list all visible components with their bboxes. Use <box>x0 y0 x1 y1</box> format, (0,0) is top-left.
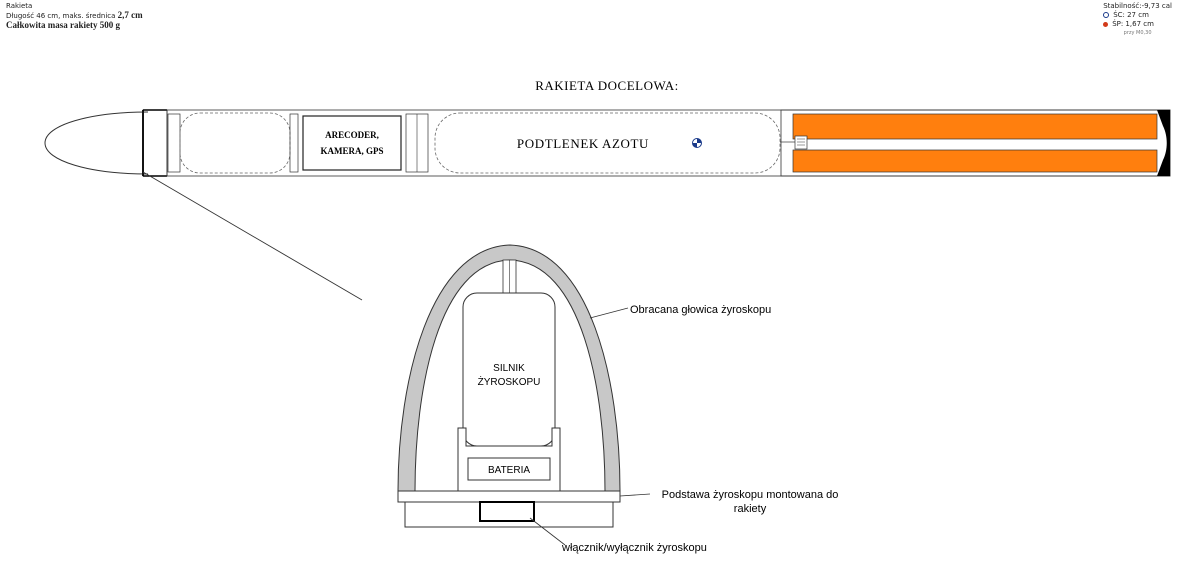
rocket-dimensions-text: Długość 46 cm, maks. średnica <box>6 12 116 20</box>
callout-head-label: Obracana głowica żyroskopu <box>630 304 771 316</box>
gyro-switch <box>479 501 535 522</box>
electronics-label-1: ARECODER, <box>325 130 379 140</box>
bulkhead-2 <box>289 113 299 173</box>
gyro-base-plate <box>397 490 621 503</box>
callout-base-line <box>619 493 651 497</box>
cg-row: ŚC: 27 cm <box>1103 11 1172 20</box>
gyro-motor-label-2: ŻYROSKOPU <box>478 375 541 388</box>
callout-base-label-1: Podstawa żyroskopu montowana do <box>662 489 839 501</box>
cg-value: ŚC: 27 cm <box>1113 11 1149 19</box>
motor-grain-bottom <box>792 149 1158 173</box>
injector <box>794 135 808 150</box>
stability-panel: Stabilność:-9,73 cal ŚC: 27 cm ŚP: 1,67 … <box>1103 2 1172 38</box>
rocket-mass: Całkowita masa rakiety 500 g <box>6 21 143 31</box>
callout-head-line <box>589 307 629 319</box>
stability-value: Stabilność:-9,73 cal <box>1103 2 1172 10</box>
diagram-title: RAKIETA DOCELOWA: <box>535 78 679 93</box>
cg-icon <box>1103 12 1110 18</box>
bulkhead-1 <box>167 113 181 173</box>
mach-value: przy M0,30 <box>1123 30 1152 36</box>
cg-marker-icon <box>692 138 702 148</box>
battery <box>467 457 551 481</box>
callout-switch-line <box>529 517 566 546</box>
rocket-dimensions: Długość 46 cm, maks. średnica 2,7 cm <box>6 11 143 21</box>
rocket-name: Rakieta <box>6 2 33 10</box>
gyro-mount <box>142 109 168 177</box>
callout-switch-label: włącznik/wyłącznik żyroskopu <box>561 542 707 554</box>
nitrous-oxide-tank <box>434 112 781 174</box>
rocket-mass-text: Całkowita masa rakiety 500 g <box>6 20 120 30</box>
motor-grain-top <box>792 113 1158 140</box>
cp-row: ŚP: 1,67 cm <box>1103 20 1172 29</box>
nozzle <box>1157 110 1170 176</box>
tank-label: PODTLENEK AZOTU <box>517 136 649 151</box>
callout-base-label-2: rakiety <box>734 503 767 515</box>
detail-leader-line <box>142 171 363 301</box>
electronics-label-2: KAMERA, GPS <box>321 146 384 156</box>
cp-value: ŚP: 1,67 cm <box>1112 20 1154 28</box>
payload-bay-1 <box>179 112 291 174</box>
gyro-motor-label-1: SILNIK <box>493 363 525 374</box>
electronics-bay <box>302 115 402 171</box>
battery-label: BATERIA <box>488 465 530 476</box>
rocket-info-panel: Rakieta Długość 46 cm, maks. średnica 2,… <box>6 2 143 31</box>
cp-icon <box>1103 21 1109 27</box>
rocket-diameter-value: 2,7 cm <box>117 10 143 20</box>
nose-cone <box>44 111 149 175</box>
